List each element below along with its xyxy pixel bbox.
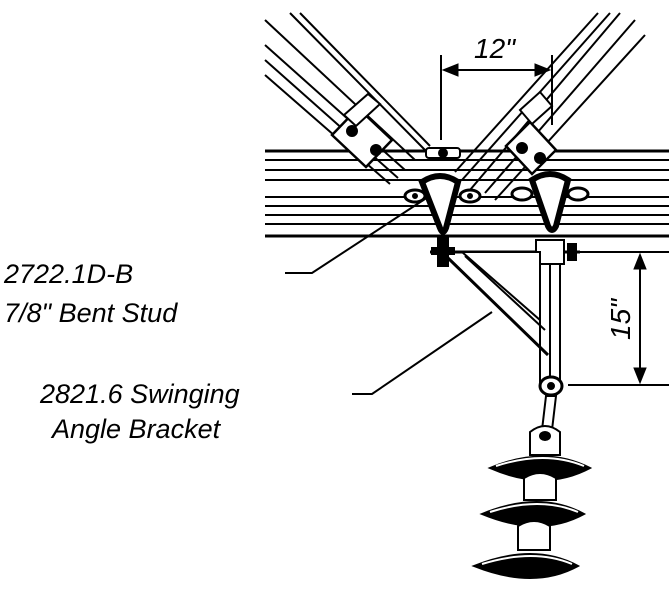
bent-stud-left: [403, 173, 482, 235]
bent-stud-right: [510, 171, 590, 233]
callout-bent-stud-description: 7/8" Bent Stud: [4, 298, 178, 328]
callout-bent-stud: 2722.1D-B 7/8" Bent Stud: [3, 259, 178, 328]
dimension-horizontal-label: 12": [474, 33, 516, 64]
dimension-vertical: [568, 251, 669, 386]
left-brace: [264, 12, 431, 185]
right-brace: [454, 12, 646, 201]
dimension-vertical-label: 15": [605, 298, 636, 340]
dimension-horizontal: [440, 55, 553, 140]
callout-angle-bracket: 2821.6 Swinging Angle Bracket: [39, 379, 240, 444]
swinging-angle-bracket: [430, 239, 580, 397]
callout-angle-bracket-description: Angle Bracket: [50, 414, 222, 444]
callout-angle-bracket-part-number: 2821.6 Swinging: [39, 379, 240, 409]
suspension-insulator: [471, 395, 593, 579]
leader-lines: [285, 196, 493, 395]
callout-bent-stud-part-number: 2722.1D-B: [3, 259, 133, 289]
